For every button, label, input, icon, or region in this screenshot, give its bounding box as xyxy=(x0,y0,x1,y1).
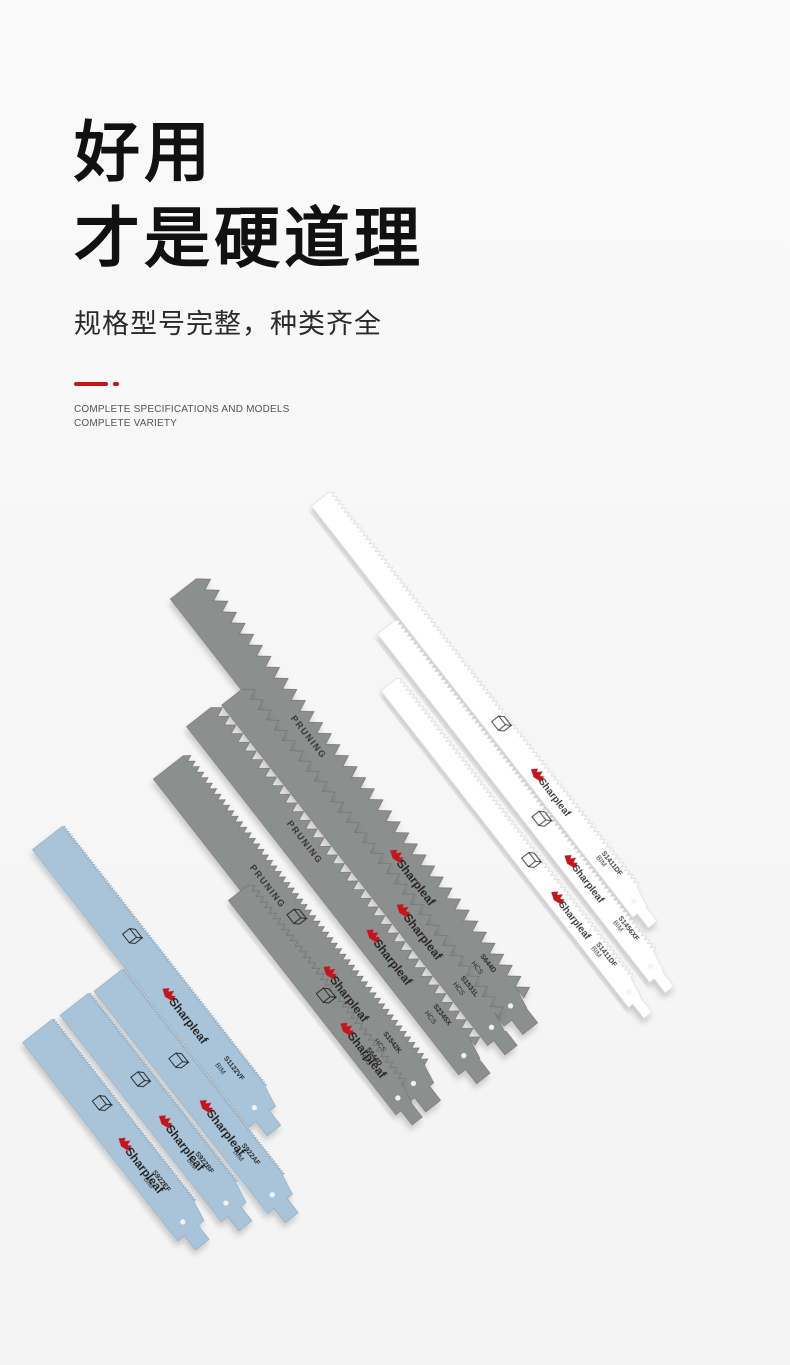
blue-blade-3-leaf-icon xyxy=(158,1115,173,1129)
gray-blade-2-body xyxy=(221,688,518,1056)
blue-blade-4-box-icon-lines xyxy=(99,1095,114,1112)
caption-line-2: COMPLETE VARIETY xyxy=(74,418,178,429)
blue-blade-1-box-icon xyxy=(121,927,138,944)
subtitle: 规格型号完整，种类齐全 xyxy=(74,309,382,340)
white-blade-2-body xyxy=(377,620,675,994)
headline: 好用 才是硬道理 xyxy=(74,110,424,282)
headline-line-1: 好用 xyxy=(74,114,214,191)
white-blade-1-box-icon-lines xyxy=(498,715,513,732)
white-blade-1-leaf-icon xyxy=(530,768,545,782)
gray-blade-4-box-icon-lines xyxy=(293,908,308,925)
gray-blade-1-tang-hole xyxy=(507,1003,514,1009)
blue-blade-3-box-icon xyxy=(130,1071,146,1087)
blue-blade-1-box-icon-lines xyxy=(129,928,144,945)
english-caption: COMPLETE SPECIFICATIONS AND MODELS COMPL… xyxy=(74,403,290,431)
blue-blade-3-tang-hole xyxy=(223,1200,229,1206)
blue-blade-4-leaf-icon xyxy=(118,1137,132,1151)
blue-blade-3-box-icon-lines xyxy=(137,1071,152,1088)
blue-blade-3-body xyxy=(59,993,253,1232)
white-blade-1-box-icon xyxy=(490,715,507,731)
gray-blade-5-leaf-icon xyxy=(340,1022,354,1036)
accent-bar xyxy=(74,382,108,386)
blue-blade-4-box-icon xyxy=(91,1094,107,1111)
blue-blade-2-box-icon xyxy=(168,1052,184,1068)
gray-blade-5-box-icon-lines xyxy=(323,987,338,1004)
blue-blade-2-tang-hole xyxy=(269,1192,275,1198)
gray-blade-4-box-icon xyxy=(286,908,302,925)
blue-blade-1-leaf-icon xyxy=(162,988,176,1002)
accent-divider xyxy=(74,382,120,386)
blue-blade-2-box-icon-lines xyxy=(175,1052,190,1069)
white-blade-3-leaf-icon xyxy=(551,891,565,905)
gray-blade-4-body xyxy=(152,755,442,1113)
gray-blade-5-body xyxy=(227,885,423,1126)
gray-blade-3-body xyxy=(186,707,491,1085)
blue-blade-2-body xyxy=(93,969,299,1224)
white-blade-3-box-icon xyxy=(520,851,537,868)
blue-blade-4-tang-hole xyxy=(180,1219,186,1225)
blue-blade-1-body xyxy=(32,826,282,1137)
gray-blade-1-leaf-icon xyxy=(390,849,404,863)
accent-dot xyxy=(113,382,119,386)
saw-blades-photo: SharpleafS1411DFBIMSharpleafS1456XFBIMSh… xyxy=(22,492,675,1251)
gray-blade-3-tang-hole xyxy=(461,1053,467,1059)
gray-blade-5-tang-hole xyxy=(395,1095,401,1101)
white-blade-2-box-icon xyxy=(531,810,547,827)
white-blade-2-leaf-icon xyxy=(564,854,578,869)
blue-blade-4-body xyxy=(22,1019,210,1251)
white-blade-3-tang-hole xyxy=(626,989,632,995)
gray-blade-3-leaf-icon xyxy=(366,929,381,943)
white-blade-3-box-icon-lines xyxy=(528,852,543,868)
white-blade-2-box-icon-lines xyxy=(538,810,553,827)
gray-blade-2-leaf-icon xyxy=(396,904,411,918)
gray-blade-2-tang-hole xyxy=(488,1024,495,1030)
blade-layer: SharpleafS1411DFBIMSharpleafS1456XFBIMSh… xyxy=(22,492,675,1251)
white-blade-1-tang-hole xyxy=(631,898,637,905)
headline-line-2: 才是硬道理 xyxy=(74,200,424,277)
gray-blade-4-leaf-icon xyxy=(323,966,337,980)
blue-blade-1-tang-hole xyxy=(251,1105,258,1111)
white-blade-1-body xyxy=(311,492,658,929)
gray-blade-4-tang-hole xyxy=(410,1080,417,1087)
white-blade-2-tang-hole xyxy=(647,963,654,970)
blue-blade-2-leaf-icon xyxy=(199,1100,213,1114)
white-blade-3-body xyxy=(380,678,653,1019)
caption-line-1: COMPLETE SPECIFICATIONS AND MODELS xyxy=(74,404,290,415)
gray-blade-1-body xyxy=(169,578,539,1035)
gray-blade-5-box-icon xyxy=(315,987,331,1004)
